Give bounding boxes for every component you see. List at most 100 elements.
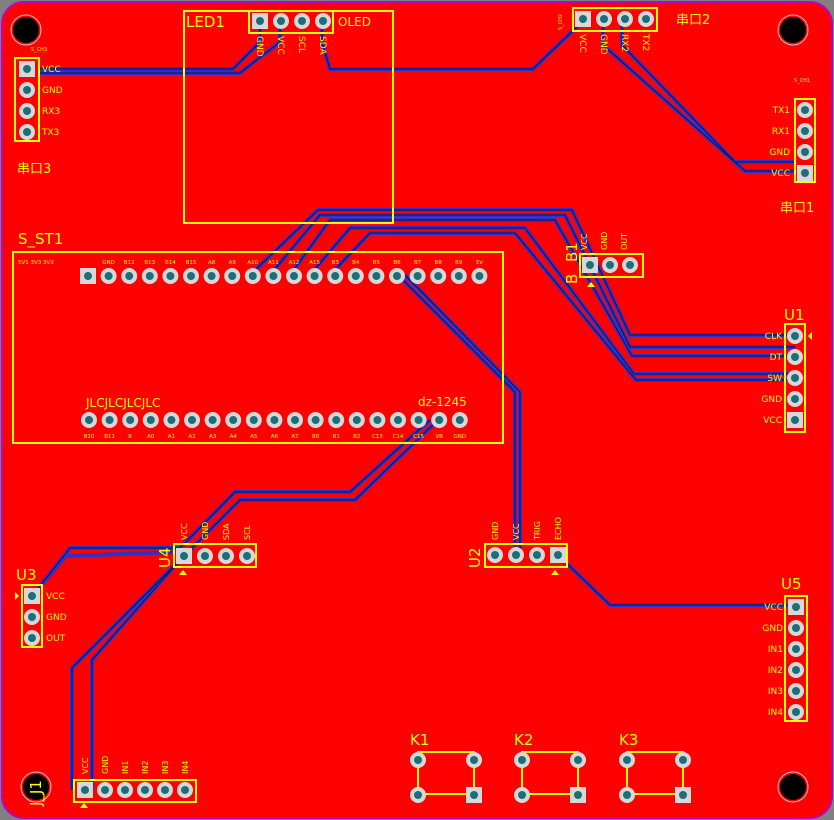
pin-label: B9 (455, 260, 463, 266)
pin-label: GND (101, 756, 110, 774)
j3-outline (14, 57, 40, 142)
pin-label: B11 (104, 434, 115, 440)
jj1-pad (177, 782, 193, 798)
st-top-pad (286, 268, 302, 284)
pin-label: ECHO (554, 517, 563, 540)
st-top-pad (389, 268, 405, 284)
pin-label: TX2 (640, 33, 650, 51)
st-bottom-pad (348, 412, 365, 428)
pin-label: B1 (333, 434, 340, 440)
pin-label: B12 (124, 260, 135, 266)
pin-label: B6 (393, 260, 401, 266)
pin-label: IN1 (768, 645, 783, 655)
j1-uart-pad (797, 144, 813, 160)
pin-label: C15 (413, 434, 424, 440)
pin-label: GND (598, 34, 608, 55)
b1-pad (582, 257, 598, 273)
st-bottom-pad (390, 412, 406, 428)
pin-label: IN2 (141, 761, 150, 774)
pin-label: A11 (268, 260, 279, 266)
s-ch1-label: S_CH1 (794, 78, 810, 84)
st-bottom-pad (266, 412, 283, 428)
pin-label: B2 (353, 434, 360, 440)
pin-label: IN3 (768, 687, 783, 697)
u5-outline (784, 595, 808, 722)
u3-pad (24, 588, 40, 604)
pin-label: B4 (352, 260, 360, 266)
pin-label: A3 (209, 434, 217, 440)
u1-pad (787, 412, 803, 428)
pin-label: IN4 (181, 761, 190, 774)
pads (19, 11, 813, 803)
pin-label: B15 (186, 260, 197, 266)
j3-pad (19, 124, 35, 140)
oled-label: OLED (338, 15, 371, 29)
key-pad (570, 787, 586, 803)
key-pad (619, 787, 635, 803)
pin-label: OUT (620, 233, 629, 250)
u4-pad (197, 548, 213, 564)
st-top-pad (327, 268, 344, 284)
pin-label: GND (491, 522, 500, 540)
jj1-pad (77, 782, 93, 798)
u3-label: U3 (16, 566, 37, 584)
pin-label: A9 (229, 260, 237, 266)
u2-label: U2 (466, 547, 484, 568)
pin-label: VCC (512, 523, 521, 540)
u5-pad (788, 599, 804, 615)
st-bottom-pad (204, 412, 221, 428)
pin-label: IN2 (768, 666, 783, 676)
key-pad (410, 752, 426, 768)
st-bottom-pad (369, 412, 386, 428)
jj1-pad (157, 782, 173, 798)
key-pad (675, 752, 691, 768)
pin-label: TX1 (772, 106, 790, 116)
pin-label: A6 (271, 434, 279, 440)
pin-label: GND (201, 522, 210, 540)
j1-uart-outline (794, 98, 816, 183)
pin-label: VCC (42, 65, 61, 75)
pin-label: GND (453, 434, 466, 440)
s-st1-outline (12, 251, 504, 444)
pin-label: VCC (180, 523, 189, 540)
pin-label: B8 (435, 260, 443, 266)
j1-uart-label: 串口1 (780, 201, 814, 216)
key-pad (410, 787, 426, 803)
st-top-pad (430, 268, 447, 284)
j2-label: 串口2 (676, 13, 710, 28)
pin-label: OUT (46, 634, 66, 644)
pin-label: GND (762, 624, 783, 634)
st-bottom-pad (225, 412, 242, 428)
u5-label: U5 (781, 575, 802, 593)
pin-label: VB (435, 434, 443, 440)
u1-outline (784, 323, 806, 433)
pin-label: A15 (309, 260, 320, 266)
u4-pad (176, 548, 192, 564)
designators: LED1 OLED 串口2 串口3 串口1 S_ST1 U1 U3 U5 K1 … (16, 13, 814, 807)
u5-pad (788, 662, 804, 678)
u4-outline (173, 543, 257, 568)
u4-pad (218, 548, 234, 564)
b1-label: B1 (563, 242, 581, 262)
pin-label: A0 (147, 434, 155, 440)
jj1-pad (117, 782, 133, 798)
u3-outline (21, 584, 43, 648)
pin-label: TRIG (533, 521, 542, 541)
oled-pad (273, 13, 289, 29)
st-top-pad (450, 268, 467, 284)
pin1-markers (15, 282, 812, 808)
st-bottom-pad (142, 412, 159, 428)
j2-pad (575, 11, 591, 27)
j3-pad (19, 82, 35, 98)
pin-label: IN1 (121, 761, 130, 774)
u1-pad (787, 370, 803, 386)
st-top-pad (409, 268, 426, 284)
pin-label: GND (600, 232, 609, 250)
pin-label: A8 (208, 260, 216, 266)
k2-outline (521, 751, 579, 795)
j3-pad (19, 61, 35, 77)
j2-outline (572, 7, 658, 32)
pin-label: A5 (250, 434, 258, 440)
u4-label: U4 (156, 547, 174, 568)
